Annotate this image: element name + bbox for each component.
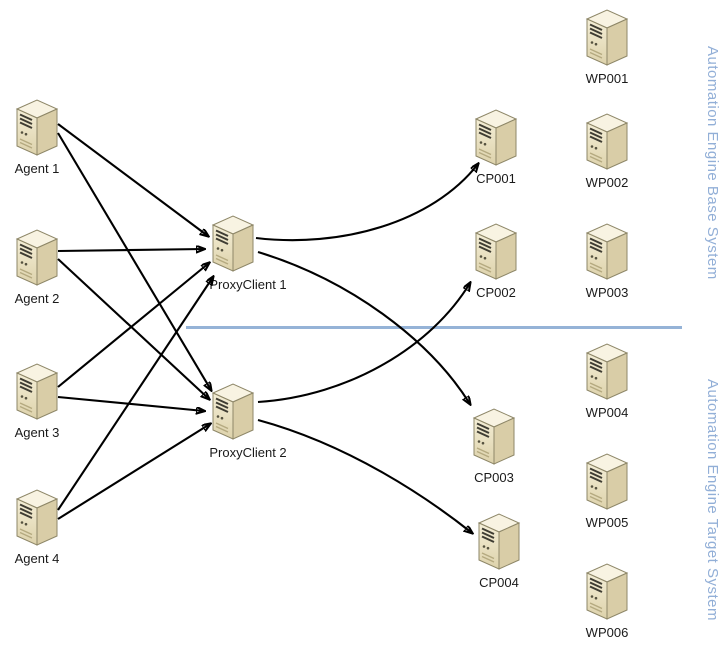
server-icon xyxy=(210,214,256,272)
server-icon xyxy=(473,222,519,280)
node-wp004: WP004 xyxy=(565,342,649,420)
node-label: WP004 xyxy=(585,405,629,420)
server-icon xyxy=(14,362,60,420)
server-icon xyxy=(584,8,630,66)
node-agent-4: Agent 4 xyxy=(0,488,79,566)
arrow-proxy2-cp004 xyxy=(257,418,472,533)
server-icon xyxy=(14,228,60,286)
server-icon xyxy=(584,562,630,620)
node-label: ProxyClient 1 xyxy=(209,277,287,292)
node-proxyclient-2: ProxyClient 2 xyxy=(191,382,287,460)
node-cp002: CP002 xyxy=(454,222,538,300)
node-cp004: CP004 xyxy=(457,512,541,590)
arrow-proxy2-cp002 xyxy=(257,283,470,404)
node-label: Agent 4 xyxy=(14,551,60,566)
arrow-agent1-proxy2 xyxy=(57,132,211,390)
server-icon xyxy=(584,342,630,400)
node-label: Agent 3 xyxy=(14,425,60,440)
server-icon xyxy=(584,452,630,510)
server-icon xyxy=(584,112,630,170)
node-label: ProxyClient 2 xyxy=(209,445,287,460)
node-label: WP005 xyxy=(585,515,629,530)
node-agent-2: Agent 2 xyxy=(0,228,79,306)
node-wp006: WP006 xyxy=(565,562,649,640)
zone-label-base-system: Automation Engine Base System xyxy=(704,45,721,280)
node-cp001: CP001 xyxy=(454,108,538,186)
node-cp003: CP003 xyxy=(452,407,536,485)
node-label: Agent 2 xyxy=(14,291,60,306)
node-wp003: WP003 xyxy=(565,222,649,300)
node-label: WP001 xyxy=(585,71,629,86)
node-label: CP002 xyxy=(476,285,516,300)
arrow-agent4-proxy1 xyxy=(57,277,213,511)
arrow-agent4-proxy2 xyxy=(57,424,210,520)
zone-divider xyxy=(186,326,682,329)
arrow-proxy1-cp001 xyxy=(255,164,478,242)
node-label: CP001 xyxy=(476,171,516,186)
arrow-agent2-proxy1 xyxy=(57,249,204,251)
server-icon xyxy=(476,512,522,570)
node-agent-3: Agent 3 xyxy=(0,362,79,440)
server-icon xyxy=(210,382,256,440)
arrow-agent2-proxy2 xyxy=(57,258,209,399)
server-icon xyxy=(471,407,517,465)
node-label: Agent 1 xyxy=(14,161,60,176)
node-label: WP003 xyxy=(585,285,629,300)
server-icon xyxy=(584,222,630,280)
server-icon xyxy=(14,98,60,156)
node-label: WP002 xyxy=(585,175,629,190)
node-wp002: WP002 xyxy=(565,112,649,190)
node-label: WP006 xyxy=(585,625,629,640)
arrow-agent3-proxy1 xyxy=(57,263,209,388)
zone-label-target-system: Automation Engine Target System xyxy=(704,379,721,622)
server-icon xyxy=(473,108,519,166)
arrow-agent3-proxy2 xyxy=(57,395,204,411)
node-proxyclient-1: ProxyClient 1 xyxy=(191,214,287,292)
node-label: CP004 xyxy=(479,575,519,590)
node-agent-1: Agent 1 xyxy=(0,98,79,176)
node-wp001: WP001 xyxy=(565,8,649,86)
server-icon xyxy=(14,488,60,546)
arrow-agent1-proxy1 xyxy=(57,123,208,236)
node-wp005: WP005 xyxy=(565,452,649,530)
node-label: CP003 xyxy=(474,470,514,485)
